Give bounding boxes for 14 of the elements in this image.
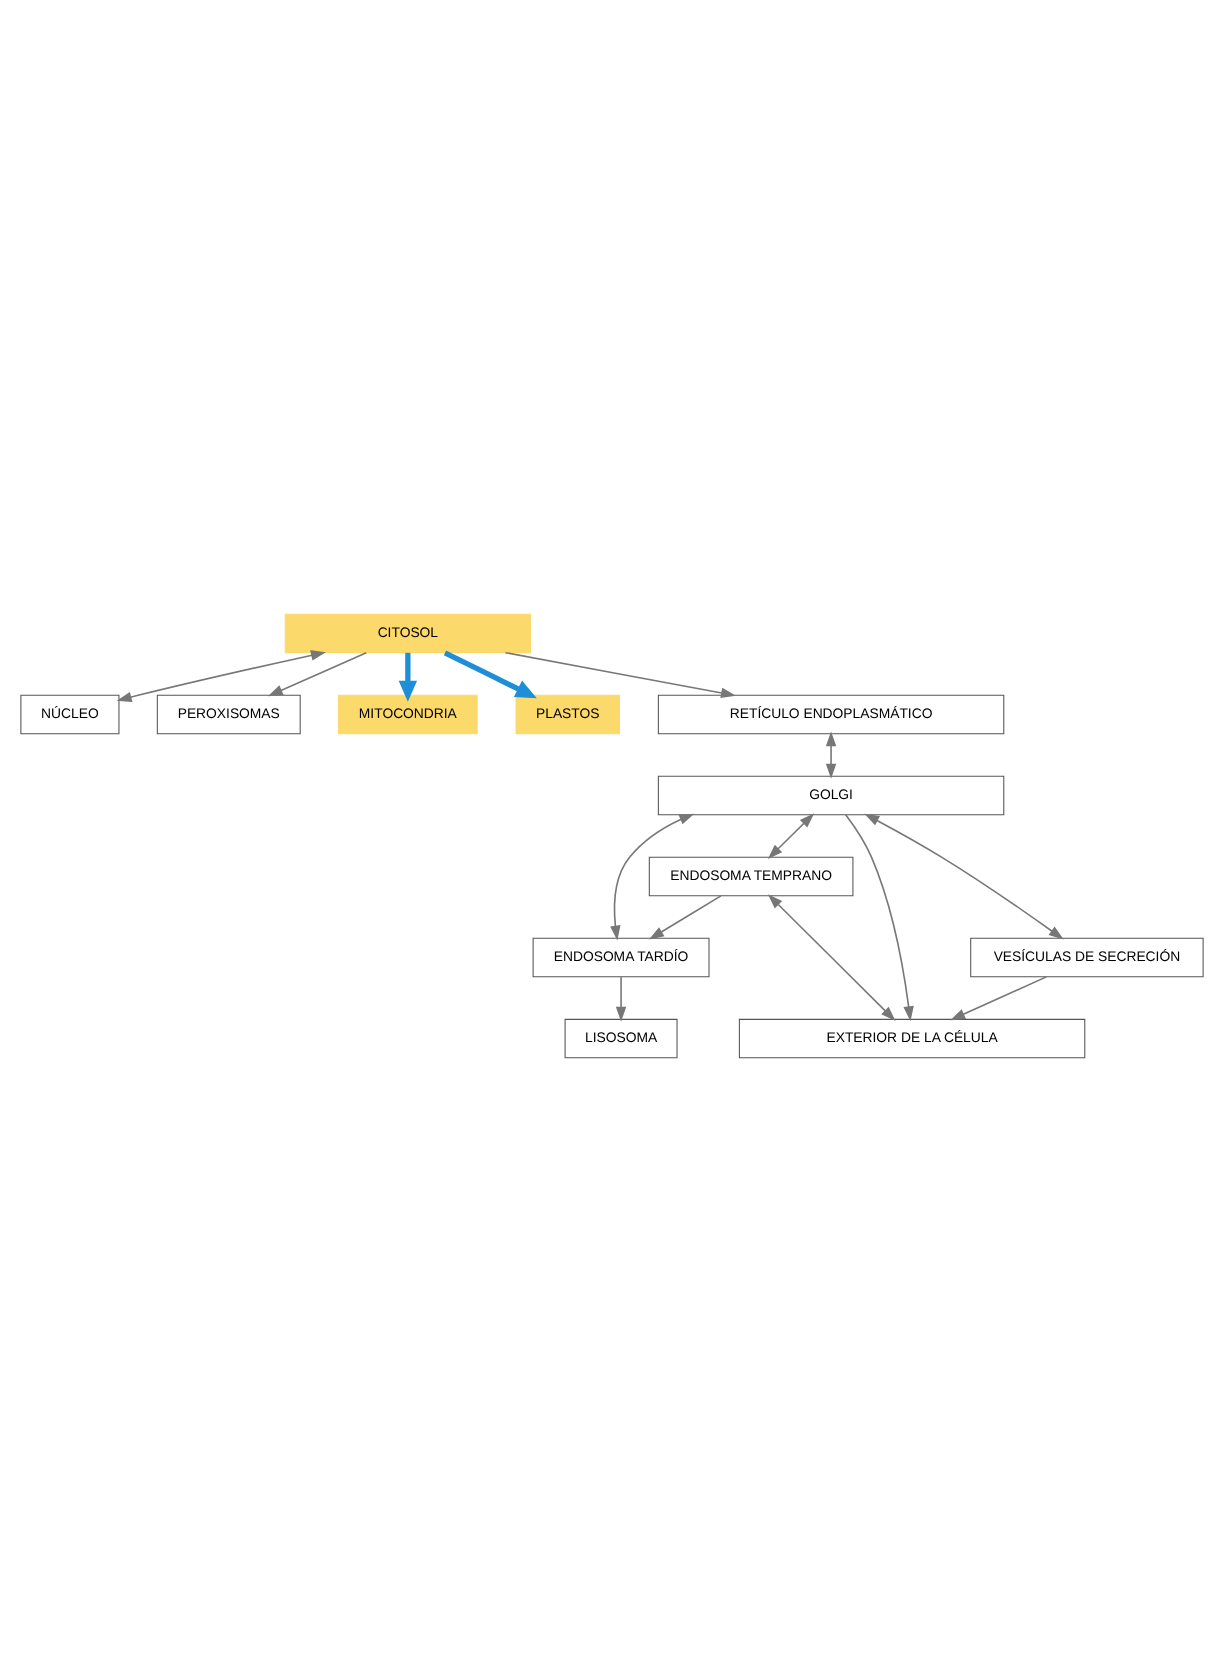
arrow (767, 812, 815, 858)
arrow (443, 649, 537, 698)
arrow (610, 812, 695, 940)
arrow (615, 975, 627, 1021)
arrow (504, 650, 736, 698)
arrow (649, 894, 722, 939)
arrow (267, 651, 368, 696)
arrow (844, 812, 914, 1021)
arrow (116, 649, 326, 702)
arrow (950, 975, 1048, 1020)
arrow (767, 893, 896, 1021)
arrow (825, 730, 837, 778)
arrow (398, 651, 418, 701)
arrow (864, 812, 1064, 939)
